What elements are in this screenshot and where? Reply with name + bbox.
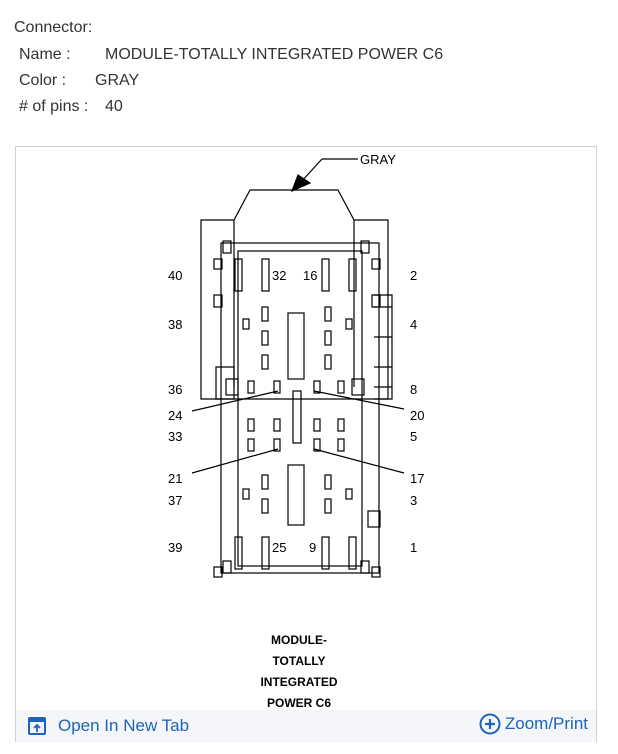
pin-label-38: 38 bbox=[168, 317, 182, 332]
pins-label: # of pins : bbox=[19, 98, 89, 115]
leader-line-20 bbox=[313, 390, 405, 410]
housing-inner-lines bbox=[233, 220, 355, 387]
open-in-new-tab-link[interactable]: Open In New Tab bbox=[28, 716, 189, 736]
pin-label-36: 36 bbox=[168, 382, 182, 397]
diagram-panel: GRAY 40 2 32 16 38 4 36 8 24 20 33 5 21 … bbox=[15, 146, 597, 742]
pin-label-32: 32 bbox=[272, 268, 286, 283]
pin-label-21: 21 bbox=[168, 471, 182, 486]
pin-label-5: 5 bbox=[410, 429, 417, 444]
color-value: GRAY bbox=[95, 72, 140, 89]
pin-label-39: 39 bbox=[168, 540, 182, 555]
diagram-caption-line-4: POWER C6 bbox=[267, 696, 331, 710]
connector-diagram: GRAY 40 2 32 16 38 4 36 8 24 20 33 5 21 … bbox=[168, 152, 424, 710]
center-slot-middle bbox=[292, 390, 302, 444]
color-label: Color : bbox=[19, 72, 67, 89]
leader-line-21 bbox=[191, 448, 279, 474]
pin-label-2: 2 bbox=[410, 268, 417, 283]
center-slot-lower bbox=[287, 464, 305, 526]
pin-label-3: 3 bbox=[410, 493, 417, 508]
diagram-footer: Open In New Tab Zoom/Print bbox=[16, 710, 596, 742]
diagram-caption-line-3: INTEGRATED bbox=[260, 675, 337, 689]
name-label: Name : bbox=[19, 46, 71, 63]
connector-body bbox=[220, 242, 380, 574]
pin-label-17: 17 bbox=[410, 471, 424, 486]
callout-arrowhead bbox=[290, 174, 312, 193]
zoom-print-label: Zoom/Print bbox=[504, 714, 588, 733]
connector-inner-frame bbox=[237, 250, 363, 567]
pin-label-40: 40 bbox=[168, 268, 182, 283]
diagram-caption-line-2: TOTALLY bbox=[272, 654, 325, 668]
diagram-caption-line-1: MODULE- bbox=[271, 633, 327, 647]
center-slot-upper bbox=[287, 312, 305, 380]
pin-label-37: 37 bbox=[168, 493, 182, 508]
connector-heading: Connector: bbox=[14, 19, 93, 36]
plus-circle-icon bbox=[479, 713, 501, 735]
pin-label-9: 9 bbox=[309, 540, 316, 555]
pin-label-33: 33 bbox=[168, 429, 182, 444]
pins-value: 40 bbox=[105, 98, 123, 115]
name-row: Name : MODULE-TOTALLY INTEGRATED POWER C6 bbox=[19, 46, 443, 64]
pin-label-8: 8 bbox=[410, 382, 417, 397]
open-in-new-tab-icon bbox=[28, 717, 46, 735]
open-in-new-tab-label: Open In New Tab bbox=[58, 716, 190, 735]
leader-line-17 bbox=[313, 448, 405, 474]
color-row: Color : GRAY bbox=[19, 72, 139, 90]
pin-label-1: 1 bbox=[410, 540, 417, 555]
color-callout-label: GRAY bbox=[360, 152, 396, 167]
pin-label-16: 16 bbox=[303, 268, 317, 283]
pin-label-4: 4 bbox=[410, 317, 417, 332]
pin-label-20: 20 bbox=[410, 408, 424, 423]
side-rib-right bbox=[374, 294, 393, 400]
leader-line-24 bbox=[191, 390, 279, 412]
pin-label-25: 25 bbox=[272, 540, 286, 555]
pins-row: # of pins : 40 bbox=[19, 98, 123, 116]
zoom-print-link[interactable]: Zoom/Print bbox=[479, 713, 588, 735]
side-rib-left bbox=[215, 366, 235, 400]
connector-housing-top bbox=[200, 189, 389, 400]
pin-label-24: 24 bbox=[168, 408, 182, 423]
name-value: MODULE-TOTALLY INTEGRATED POWER C6 bbox=[105, 46, 444, 63]
